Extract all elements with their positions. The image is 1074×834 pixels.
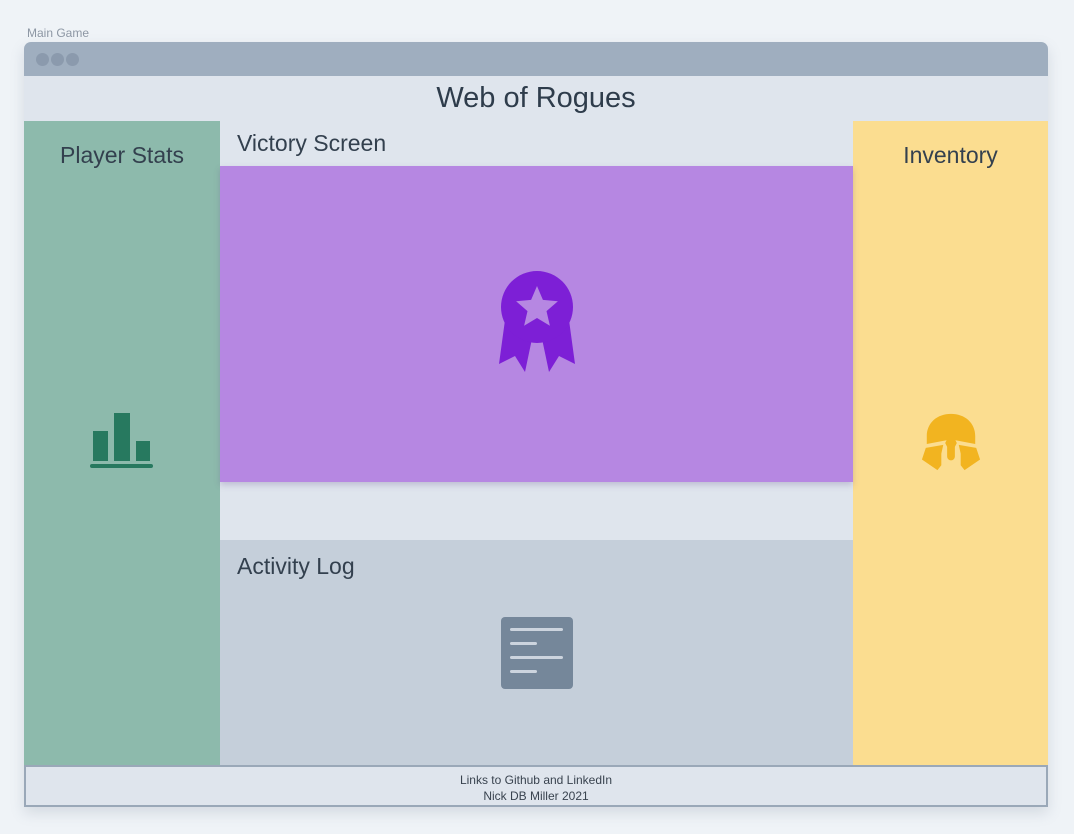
- window-footer: Links to Github and LinkedIn Nick DB Mil…: [24, 765, 1048, 807]
- player-stats-title: Player Stats: [60, 142, 184, 168]
- victory-screen-title: Victory Screen: [237, 130, 387, 156]
- footer-credit: Nick DB Miller 2021: [483, 789, 589, 803]
- window-titlebar: [24, 42, 1048, 76]
- main-game-window: Web of Rogues Player Stats Victory Scree…: [24, 42, 1048, 807]
- inventory-panel: Inventory: [853, 121, 1048, 765]
- victory-screen-panel: [220, 166, 853, 482]
- log-lines-icon: [500, 617, 573, 689]
- activity-log-panel: Activity Log: [220, 540, 853, 765]
- bar-chart-icon: [90, 413, 153, 468]
- window-control-dot[interactable]: [66, 52, 79, 66]
- panel-spacer: [220, 482, 853, 540]
- award-ribbon-icon: [498, 271, 575, 372]
- footer-links[interactable]: Links to Github and LinkedIn: [459, 773, 613, 787]
- inventory-title: Inventory: [903, 142, 998, 168]
- window-control-dot[interactable]: [51, 52, 64, 66]
- activity-log-title: Activity Log: [237, 553, 355, 579]
- battle-helmet-icon: [921, 413, 980, 471]
- main-game-label: Main Game: [27, 26, 90, 40]
- page-title: Web of Rogues: [24, 76, 1048, 121]
- window-control-dot[interactable]: [36, 52, 49, 66]
- window-body: Player Stats Victory Screen: [24, 121, 1048, 765]
- center-column: Victory Screen Activity Log: [220, 121, 853, 765]
- player-stats-panel: Player Stats: [24, 121, 220, 765]
